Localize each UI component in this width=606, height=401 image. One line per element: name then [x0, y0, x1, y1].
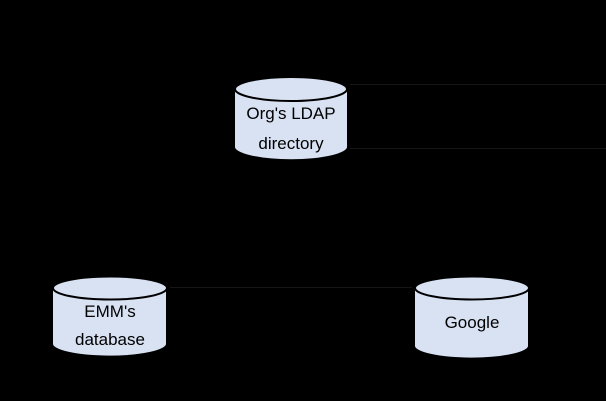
database-cylinder-icon	[233, 76, 349, 162]
emm-database-node: EMM's database	[50, 275, 170, 358]
google-node: Google	[412, 275, 532, 360]
connector-line-ldap-right-bottom	[350, 148, 606, 149]
connector-line-emm-to-google	[170, 287, 412, 288]
database-cylinder-icon	[51, 275, 168, 358]
connector-line-ldap-right-top	[350, 84, 606, 85]
database-cylinder-icon	[413, 275, 530, 360]
ldap-directory-node: Org's LDAP directory	[232, 75, 350, 162]
